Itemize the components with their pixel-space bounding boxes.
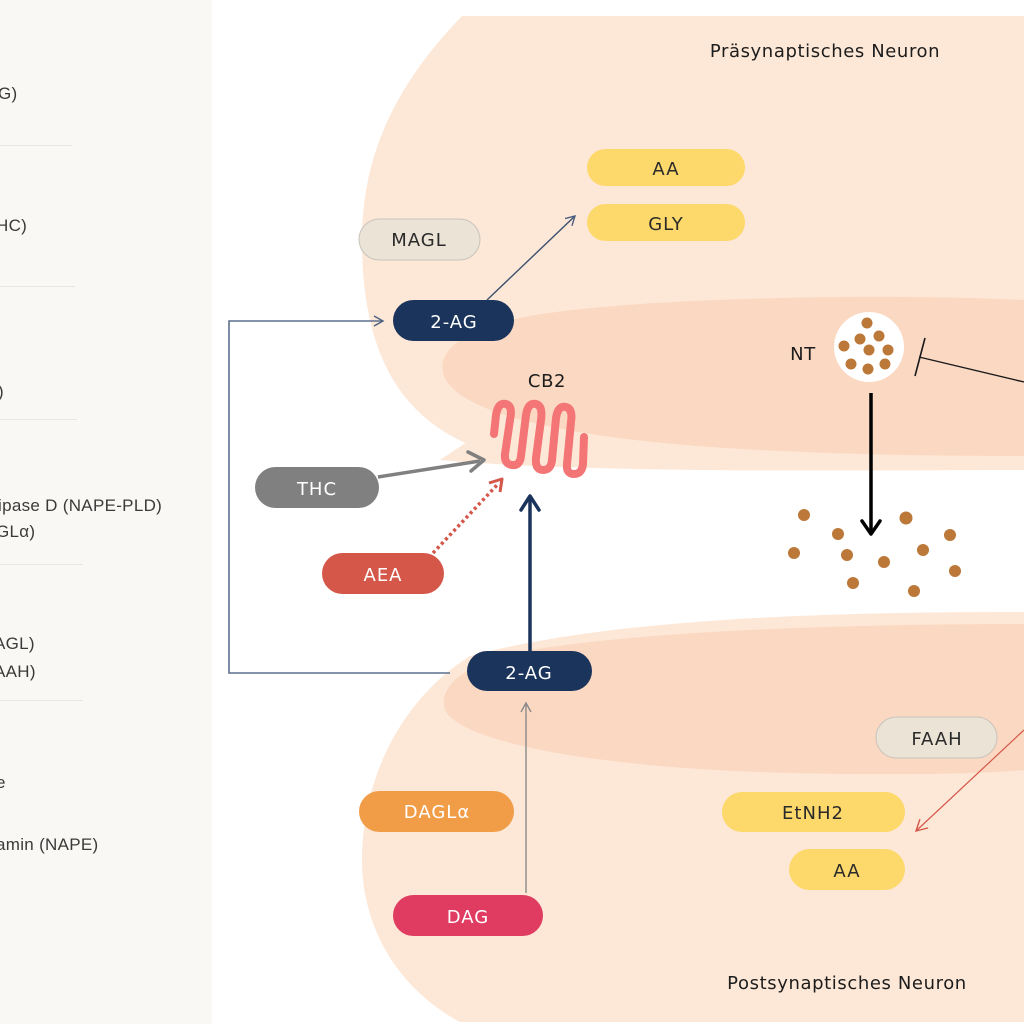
2ag-to-gly-arrow xyxy=(486,215,577,301)
nt-vesicle xyxy=(834,312,904,382)
legend-item-nape-pld: ipase D (NAPE-PLD) xyxy=(0,496,163,515)
svg-text:2-AG: 2-AG xyxy=(505,663,553,684)
legend-item-dagla: GLα) xyxy=(0,522,36,541)
legend-item-thc: HC) xyxy=(0,216,28,235)
legend-item-cb2: ) xyxy=(0,382,4,402)
legend-divider xyxy=(0,700,83,701)
aa-pill-bottom[interactable]: AA xyxy=(789,849,905,890)
legend-item-2ag: G) xyxy=(0,84,18,103)
cb2-receptor xyxy=(490,399,588,478)
legend-item-faah: AAH) xyxy=(0,662,36,681)
svg-text:THC: THC xyxy=(296,479,337,500)
released-neurotransmitters xyxy=(788,509,961,597)
inhibition-line xyxy=(914,337,1024,383)
svg-text:DAGLα: DAGLα xyxy=(404,802,470,823)
nt-release-arrow xyxy=(860,393,882,536)
legend-item-magl: AGL) xyxy=(0,634,35,653)
legend-item-nape: amin (NAPE) xyxy=(0,835,99,854)
svg-text:AA: AA xyxy=(833,861,860,882)
cb2-label: CB2 xyxy=(528,371,566,392)
2ag-pill-bottom[interactable]: 2-AG xyxy=(467,651,592,691)
magl-pill[interactable]: MAGL xyxy=(358,218,481,261)
thc-to-cb2-arrow xyxy=(377,450,486,479)
aa-pill-top[interactable]: AA xyxy=(587,149,745,186)
svg-text:MAGL: MAGL xyxy=(391,230,447,251)
presynaptic-label: Präsynaptisches Neuron xyxy=(710,41,940,62)
svg-text:DAG: DAG xyxy=(447,907,490,928)
postsynaptic-label: Postsynaptisches Neuron xyxy=(727,973,967,994)
2ag-to-cb2-arrow xyxy=(519,494,541,651)
faah-to-etnh2-arrow xyxy=(914,729,1024,832)
dagla-pill[interactable]: DAGLα xyxy=(359,791,514,832)
legend-divider xyxy=(0,286,75,287)
retrograde-signal-arrow xyxy=(228,315,450,674)
svg-text:FAAH: FAAH xyxy=(911,729,962,750)
legend-divider xyxy=(0,145,72,146)
legend-divider xyxy=(0,564,83,565)
gly-pill[interactable]: GLY xyxy=(587,204,745,241)
2ag-pill-top[interactable]: 2-AG xyxy=(393,300,514,341)
svg-text:EtNH2: EtNH2 xyxy=(782,803,844,824)
aea-to-cb2-arrow xyxy=(431,477,504,555)
svg-text:AA: AA xyxy=(652,159,679,180)
dag-pill[interactable]: DAG xyxy=(393,895,543,936)
legend-item-enzyme: e xyxy=(0,773,6,792)
svg-text:2-AG: 2-AG xyxy=(430,312,478,333)
aea-pill[interactable]: AEA xyxy=(322,553,444,594)
vesicle-contents xyxy=(838,317,894,375)
svg-text:GLY: GLY xyxy=(648,214,684,235)
svg-text:AEA: AEA xyxy=(364,565,403,586)
etnh2-pill[interactable]: EtNH2 xyxy=(722,792,905,832)
nt-label: NT xyxy=(790,344,816,365)
faah-pill[interactable]: FAAH xyxy=(875,716,998,759)
thc-pill[interactable]: THC xyxy=(255,467,379,508)
sidebar-legend: G) HC) ) ipase D (NAPE-PLD) GLα) AGL) AA… xyxy=(0,0,212,1024)
legend-divider xyxy=(0,419,77,420)
